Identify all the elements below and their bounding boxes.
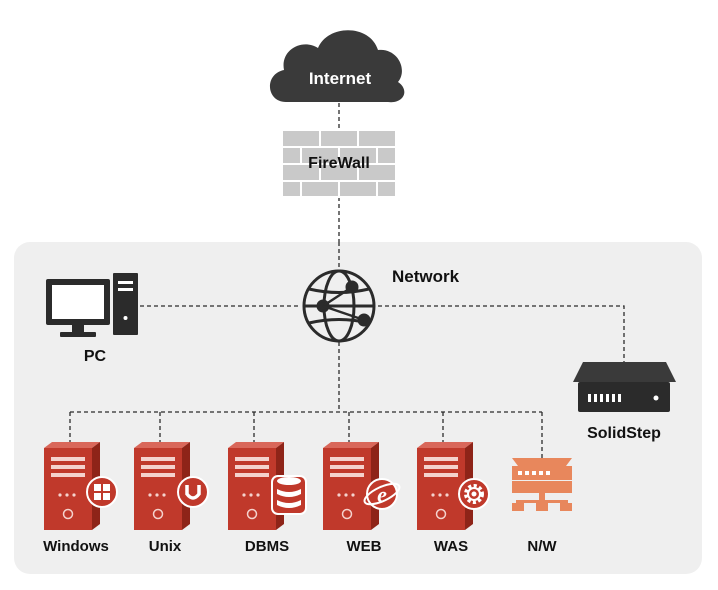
rack-appliance-icon [573, 362, 676, 412]
internet-cloud: Internet [269, 30, 405, 103]
pc-node: PC [46, 273, 138, 365]
firewall: FireWall [281, 129, 397, 198]
nw-label: N/W [527, 538, 557, 555]
server-label: DBMS [245, 538, 289, 555]
network-switch-icon [512, 458, 572, 511]
windows-logo-icon [86, 476, 118, 508]
server-label: WEB [347, 538, 382, 555]
network-label: Network [392, 267, 460, 286]
firewall-label: FireWall [308, 155, 370, 172]
database-icon [271, 475, 307, 515]
globe-network-icon [302, 269, 376, 343]
desktop-pc-icon [46, 273, 138, 337]
gear-icon [458, 478, 490, 510]
brick-wall-icon [281, 129, 397, 198]
connection-lines-front [69, 242, 625, 458]
internet-label: Internet [309, 69, 372, 88]
server-web: e WEB [322, 441, 401, 555]
server-was: WAS [416, 441, 490, 555]
unix-u-logo-icon [177, 476, 209, 508]
server-label: Windows [43, 538, 109, 555]
line-network-solidstep-front [378, 305, 625, 362]
server-label: Unix [149, 538, 182, 555]
solidstep-node: SolidStep [573, 362, 676, 442]
cloud-icon [269, 30, 405, 103]
svg-text:e: e [377, 482, 387, 507]
server-unix: Unix [133, 441, 209, 555]
server-windows: Windows [43, 441, 118, 555]
server-dbms: DBMS [227, 441, 307, 555]
web-browser-e-icon: e [363, 478, 401, 510]
pc-label: PC [84, 348, 107, 365]
server-label: WAS [434, 538, 468, 555]
solidstep-label: SolidStep [587, 425, 661, 442]
nw-node: N/W [512, 458, 572, 555]
